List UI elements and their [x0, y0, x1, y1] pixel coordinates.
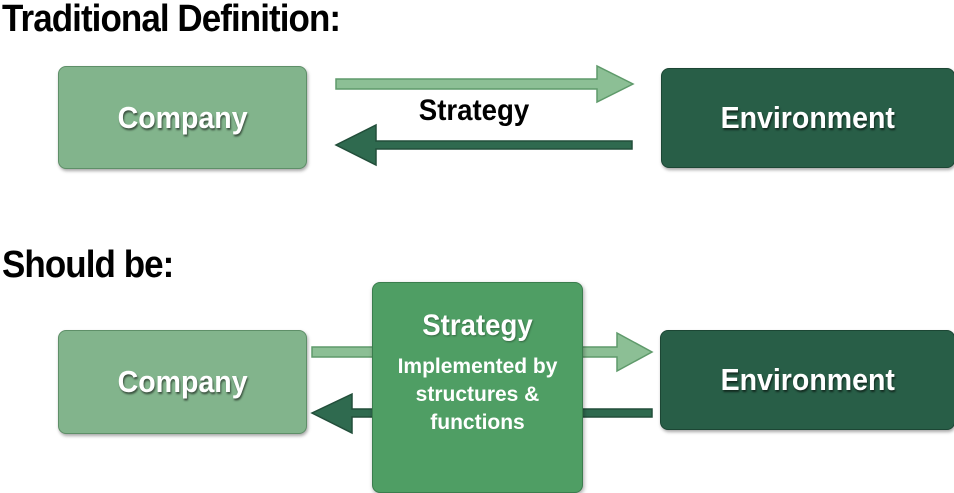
arrow-right-top [335, 64, 635, 104]
environment-label: Environment [720, 362, 895, 397]
company-box-bottom: Company [58, 330, 307, 434]
arrow-left-top [334, 123, 633, 167]
strategy-sub-line: functions [430, 411, 525, 434]
environment-box-bottom: Environment [660, 330, 954, 430]
strategy-title: Strategy [422, 309, 533, 342]
strategy-subtitle: Implemented by structures & functions [373, 353, 582, 437]
strategy-sub-line: structures & [415, 383, 540, 406]
environment-box-top: Environment [661, 68, 954, 168]
company-label: Company [117, 99, 248, 135]
should-be-heading: Should be: [2, 244, 174, 286]
traditional-definition-heading: Traditional Definition: [2, 0, 341, 40]
strategy-sub-line: Implemented by [397, 355, 558, 378]
strategy-box: Strategy Implemented by structures & fun… [372, 282, 583, 493]
strategy-arrow-label: Strategy [418, 94, 530, 127]
company-box-top: Company [58, 66, 307, 169]
environment-label: Environment [720, 100, 896, 135]
company-label: Company [117, 364, 248, 399]
